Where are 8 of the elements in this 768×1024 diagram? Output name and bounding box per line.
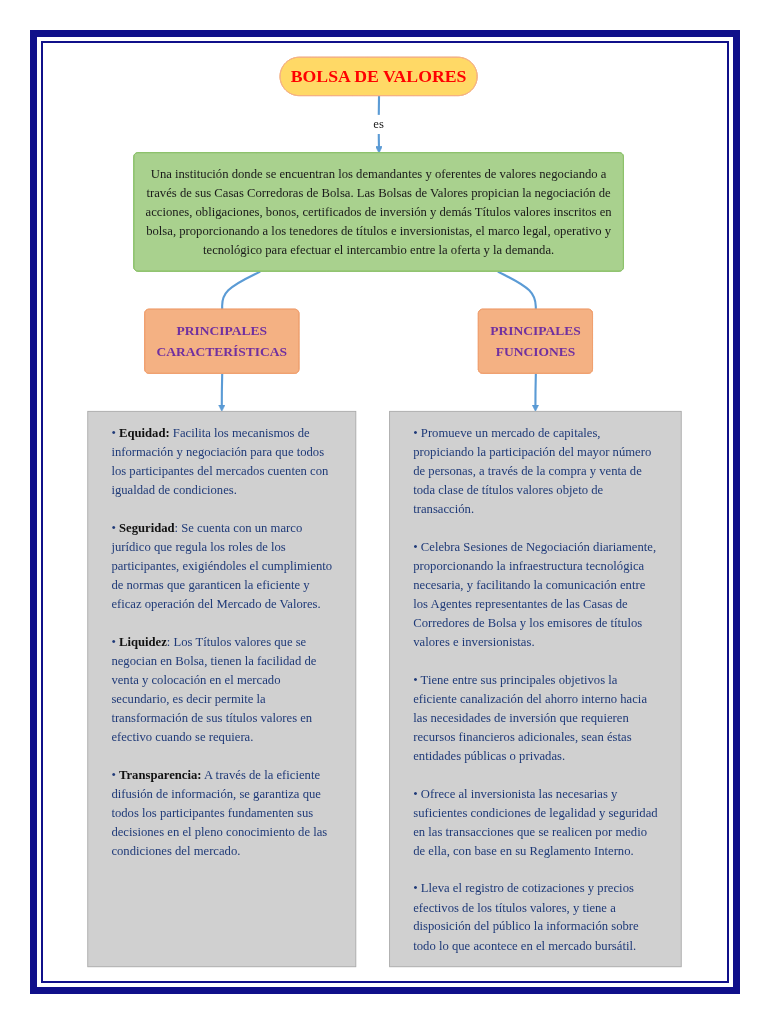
edge-label: es (372, 117, 384, 131)
node-box: • Promueve un mercado de capitales, propiciando la participación del mayor número de personas, a través de la compra y venta de toda clase de títulos valores objeto de transacción. • Celebra Sesiones de Negociación diariamente, proporcionando la infraestructura tecnológica necesaria, y facilitando la comunicación entre los Agentes representantes de las Casas de Corredores de Bolsa y los emisores de títulos valores e inversionistas. • Tiene entre sus principales objetivos la eficiente canalización del ahorro interno hacia las necesidades de inversión que requieren recursos financieros adicionales, sean éstas entidades públicas o privadas. • Ofrece al inversionista las necesarias y suficientes condiciones de legalidad y seguridad en las transacciones que se realicen por medio de ella, con base en su Reglamento Interno. • Lleva el registro de cotizaciones y precios efectivos de los títulos valores, y tiene a disposición del público la información sobre todo lo que acontece en el mercado bursátil. (388, 410, 682, 968)
arrow (374, 96, 383, 154)
connector (220, 270, 261, 310)
arrow (217, 373, 225, 412)
node-box: • Equidad: Facilita los mecanismos de información y negociación para que todos los participantes del mercados cuenten con igualdad de condiciones. • Seguridad: Se cuenta con un marco jurídico que regula los roles de los participantes, exigiéndoles el cumplimiento de normas que garanticen la eficiente y eficaz operación del Mercado de Valores. • Liquidez: Los Títulos valores que se negocian en Bolsa, tienen la facilidad de venta y colocación en el mercado secundario, es decir permite la transformación de sus títulos valores en efectivo cuando se requiera. • Transparencia: A través de la eficiente difusión de información, se garantiza que todos los participantes fundamenten sus decisiones en el pleno conocimiento de las condiciones del mercado. (86, 410, 356, 968)
connector (496, 270, 537, 310)
arrow (531, 373, 539, 412)
